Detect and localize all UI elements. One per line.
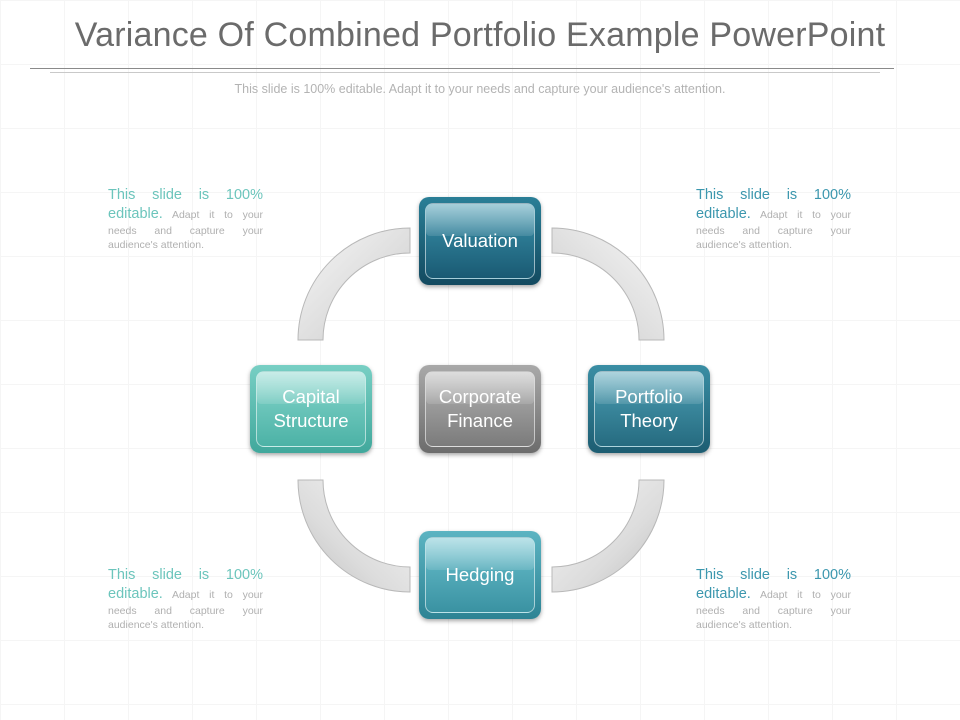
note-bottom-left-body: Adapt it to your needs and capture your … <box>108 589 263 631</box>
node-corporate-finance-label: Corporate Finance <box>425 371 535 447</box>
note-top-right-highlight: This slide is 100% editable. <box>696 187 851 222</box>
arc-bottom-right <box>551 479 665 593</box>
note-bottom-right-highlight: This slide is 100% editable. <box>696 567 851 602</box>
note-bottom-right-body: Adapt it to your needs and capture your … <box>696 589 851 631</box>
node-valuation-label: Valuation <box>425 203 535 279</box>
slide-title: Variance Of Combined Portfolio Example P… <box>74 16 886 54</box>
note-top-left-highlight: This slide is 100% editable. <box>108 187 263 222</box>
node-capital-structure-label: Capital Structure <box>256 371 366 447</box>
node-hedging: Hedging <box>419 531 541 619</box>
note-top-right-body: Adapt it to your needs and capture your … <box>696 209 851 251</box>
slide-subtitle: This slide is 100% editable. Adapt it to… <box>234 82 726 96</box>
title-divider-secondary <box>50 72 880 73</box>
node-hedging-label: Hedging <box>425 537 535 613</box>
note-bottom-right: This slide is 100% editable. Adapt it to… <box>696 566 851 632</box>
node-corporate-finance: Corporate Finance <box>419 365 541 453</box>
note-top-left-body: Adapt it to your needs and capture your … <box>108 209 263 251</box>
title-divider <box>30 68 894 69</box>
arc-bottom-left <box>297 479 411 593</box>
node-capital-structure: Capital Structure <box>250 365 372 453</box>
node-portfolio-theory-label: Portfolio Theory <box>594 371 704 447</box>
note-bottom-left: This slide is 100% editable. Adapt it to… <box>108 566 263 632</box>
note-top-left: This slide is 100% editable. Adapt it to… <box>108 186 263 252</box>
note-bottom-left-highlight: This slide is 100% editable. <box>108 567 263 602</box>
arc-top-right <box>551 227 665 341</box>
arc-top-left <box>297 227 411 341</box>
node-portfolio-theory: Portfolio Theory <box>588 365 710 453</box>
note-top-right: This slide is 100% editable. Adapt it to… <box>696 186 851 252</box>
node-valuation: Valuation <box>419 197 541 285</box>
